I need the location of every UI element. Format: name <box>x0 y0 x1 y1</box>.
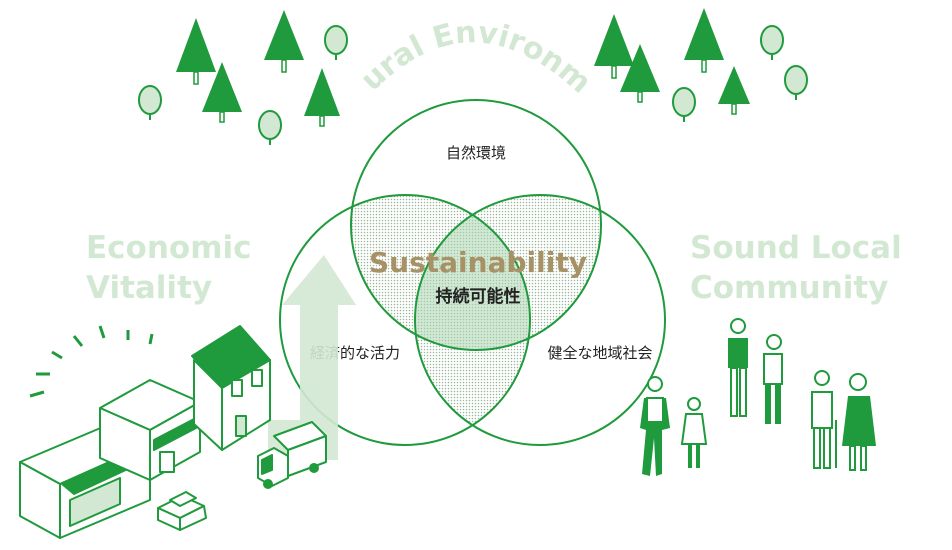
elderly-woman-icon <box>842 373 876 471</box>
conifer-tree-icon <box>176 18 216 85</box>
economic-vitality-title-line1: Economic <box>86 230 252 266</box>
forest-illustration <box>138 8 808 145</box>
conifer-tree-icon <box>684 8 724 73</box>
conifer-tree-icon <box>304 68 340 127</box>
round-tree-icon <box>760 25 784 60</box>
sparkle-lines <box>29 325 154 398</box>
elderly-man-icon <box>811 370 837 469</box>
economic-vitality-circle <box>279 194 531 446</box>
conifer-tree-icon <box>202 62 242 123</box>
conifer-tree-icon <box>620 44 660 103</box>
people-illustration <box>640 318 876 476</box>
center-subtitle: 持続可能性 <box>436 286 521 307</box>
town-illustration <box>19 325 327 539</box>
storefront-building-icon <box>99 379 201 481</box>
round-tree-icon <box>784 65 808 100</box>
conifer-tree-icon <box>718 66 750 115</box>
sound-community-circle <box>414 194 666 446</box>
conifer-tree-icon <box>594 14 634 79</box>
growth-arrow <box>268 255 356 460</box>
child-icon <box>680 397 708 468</box>
venn-overlap-shading <box>351 195 601 445</box>
round-tree-icon <box>672 87 696 122</box>
round-tree-icon <box>138 85 162 120</box>
sound-community-title-line2: Community <box>690 270 888 306</box>
adult-man-icon <box>728 318 748 417</box>
center-title: Sustainability <box>369 246 587 279</box>
house-icon <box>191 325 271 451</box>
car-icon <box>157 491 207 531</box>
economic-vitality-title-line2: Vitality <box>86 270 212 306</box>
round-tree-icon <box>324 25 348 60</box>
right-circle-label: 健全な地域社会 <box>547 344 652 362</box>
conifer-tree-icon <box>264 10 304 73</box>
natural-environment-circle <box>350 99 602 351</box>
truck-icon <box>257 421 327 489</box>
round-tree-icon <box>258 110 282 145</box>
sound-community-title-line1: Sound Local <box>690 230 902 266</box>
adult-man-icon <box>640 376 670 476</box>
adult-woman-icon <box>763 334 783 424</box>
top-circle-label: 自然環境 <box>446 144 506 162</box>
